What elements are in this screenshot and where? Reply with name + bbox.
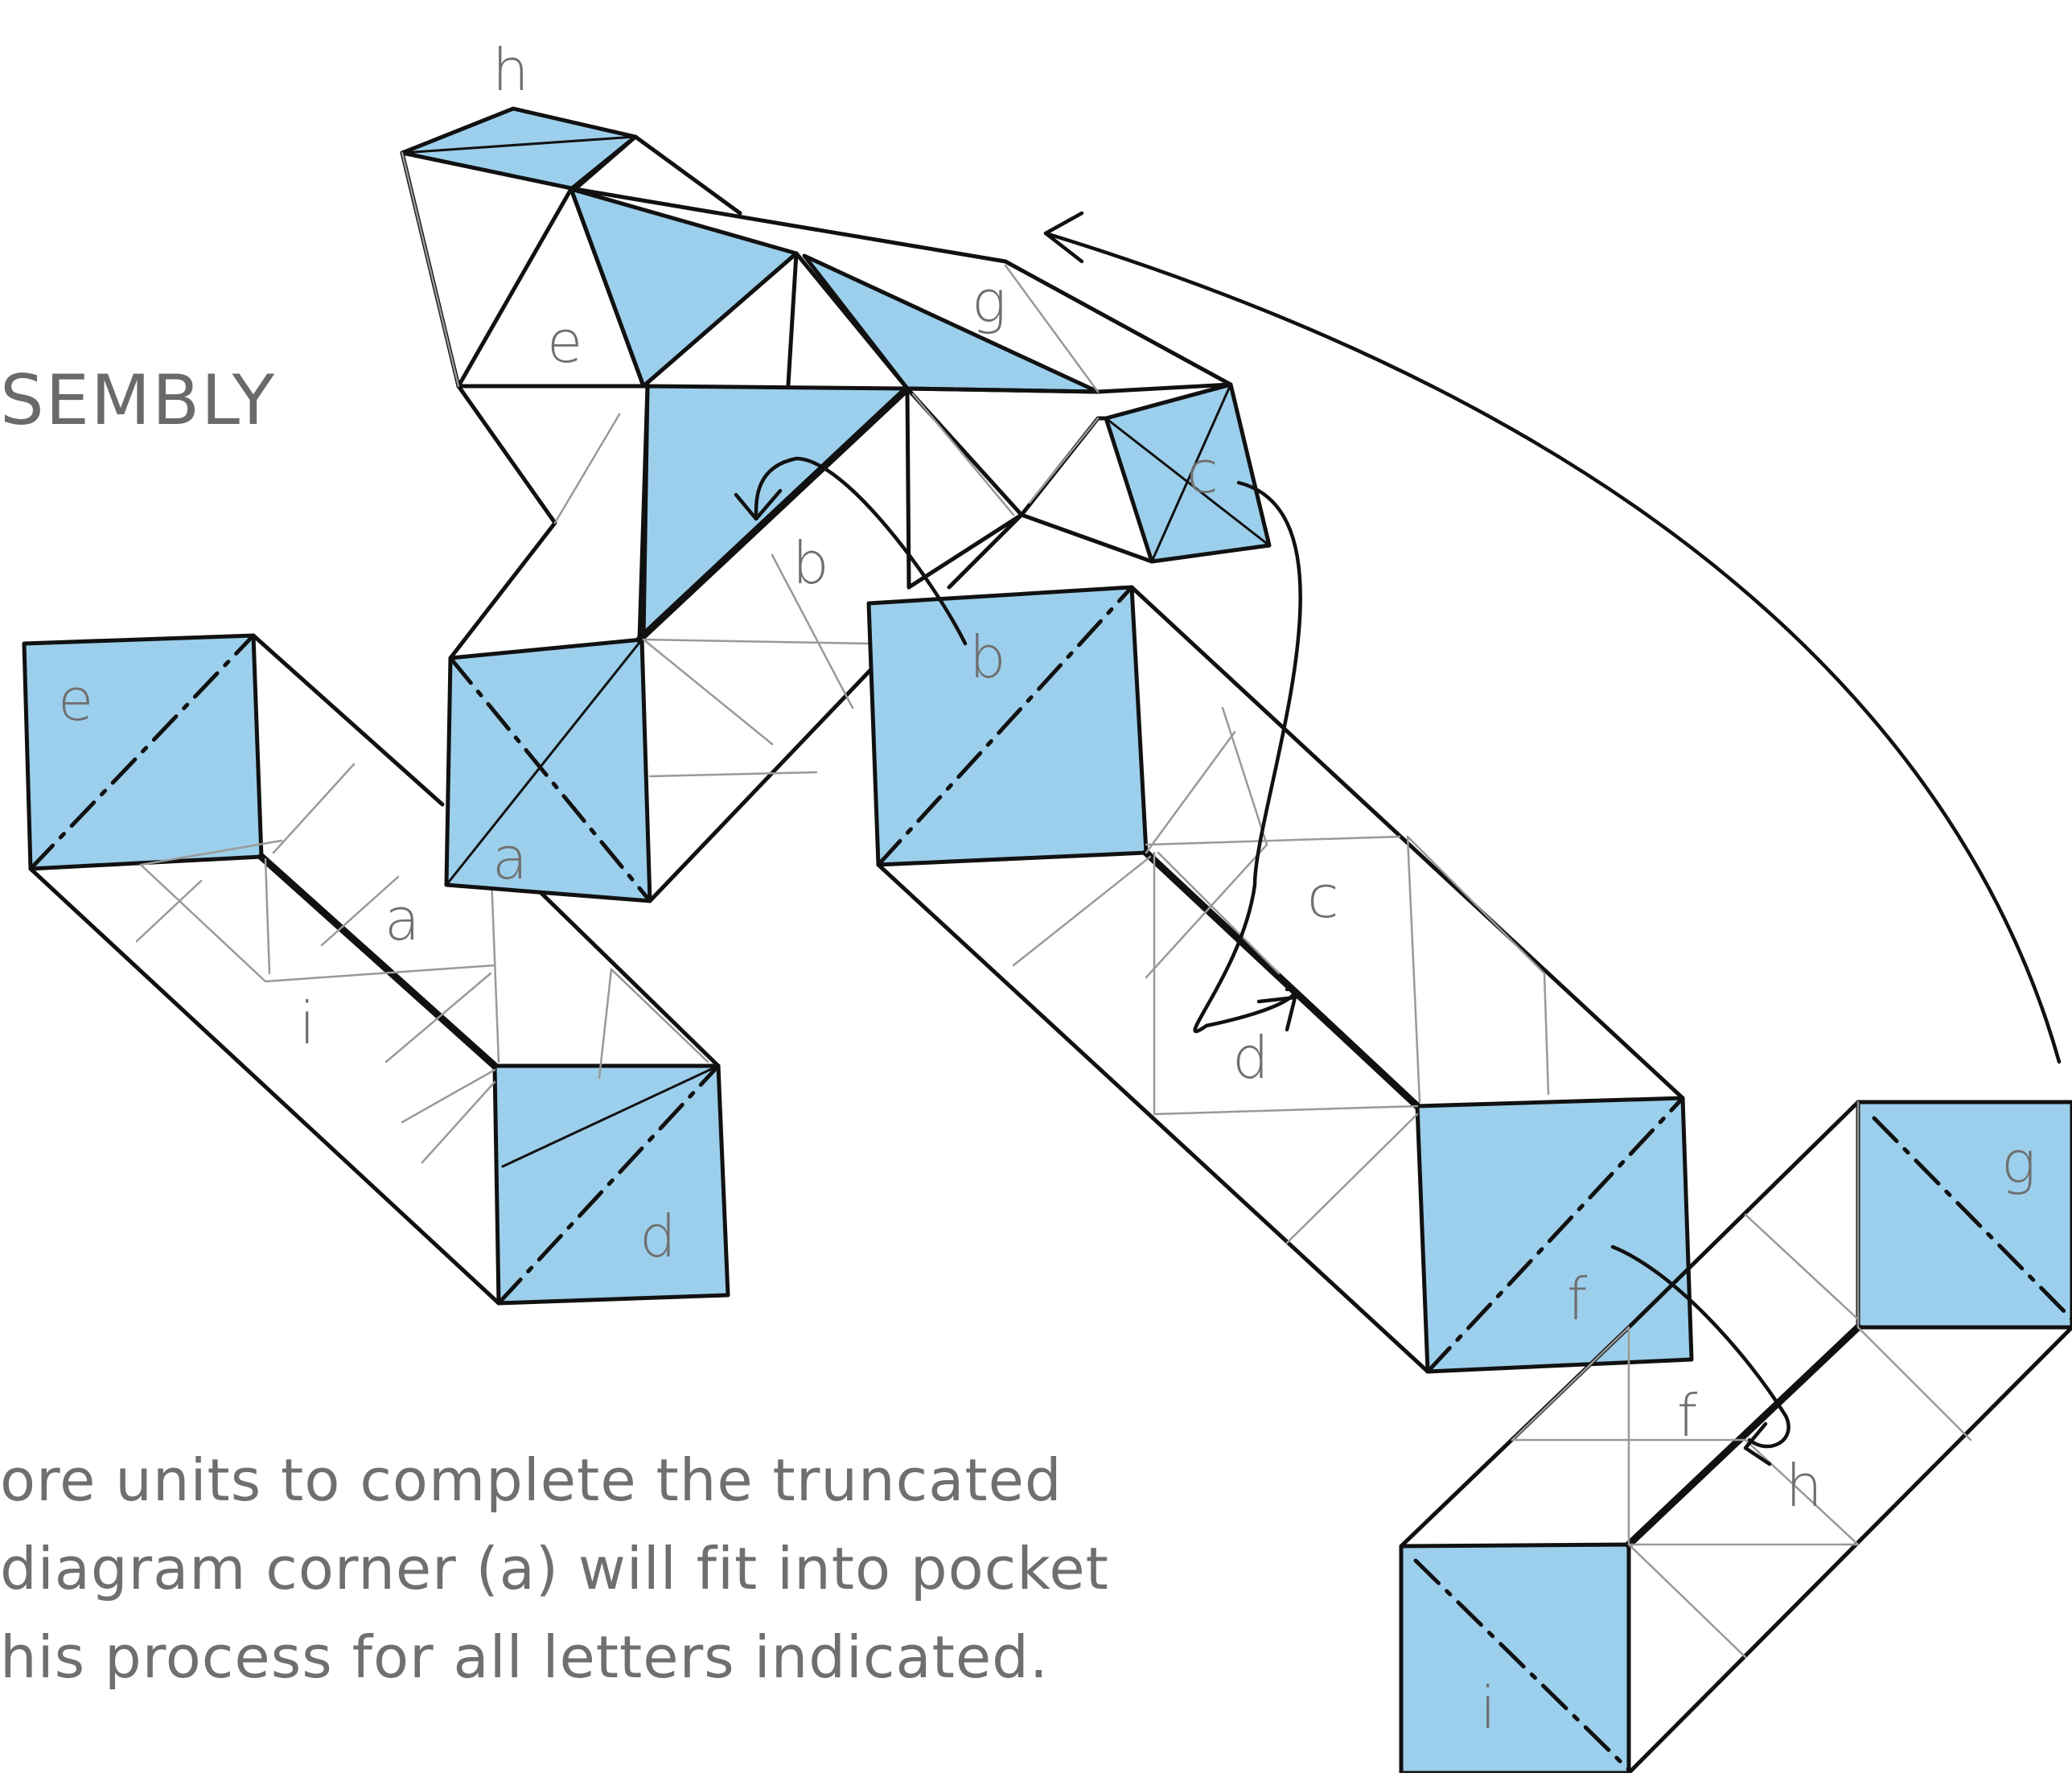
top-cluster: [400, 106, 1272, 903]
label-e-top: e: [547, 308, 582, 376]
left-unit: [22, 633, 730, 1306]
label-a-small: a: [492, 825, 528, 892]
caption-line-3: his process for all letters indicated.: [0, 1623, 1049, 1691]
label-f-square: f: [1567, 1265, 1588, 1333]
label-h-low: h: [1786, 1452, 1823, 1520]
label-d-left: d: [639, 1203, 676, 1270]
center-unit: [866, 585, 1694, 1374]
label-g-top: g: [972, 268, 1006, 335]
label-a-mid: a: [384, 886, 420, 953]
label-i-low: i: [1480, 1674, 1496, 1742]
label-f-low: f: [1677, 1382, 1698, 1450]
label-b-right: b: [969, 623, 1006, 691]
arrows: [734, 211, 2062, 1466]
caption-line-1: ore units to complete the truncated: [0, 1446, 1063, 1514]
label-i-left: i: [299, 989, 315, 1057]
label-h-top: h: [492, 36, 529, 104]
caption-line-2: diagram corner (a) will fit into pocket: [0, 1535, 1109, 1602]
labels: h e g b c e a a i d b c d f g f h i: [58, 36, 2036, 1742]
label-c-top: c: [1186, 438, 1219, 506]
right-unit: [1399, 1100, 2072, 1775]
label-c-mid: c: [1307, 863, 1339, 931]
section-heading: SEMBLY: [0, 360, 277, 441]
label-d-mid: d: [1232, 1024, 1269, 1092]
label-b-inner: b: [792, 529, 829, 597]
label-g-right: g: [2001, 1129, 2036, 1196]
label-e-left: e: [58, 666, 93, 734]
